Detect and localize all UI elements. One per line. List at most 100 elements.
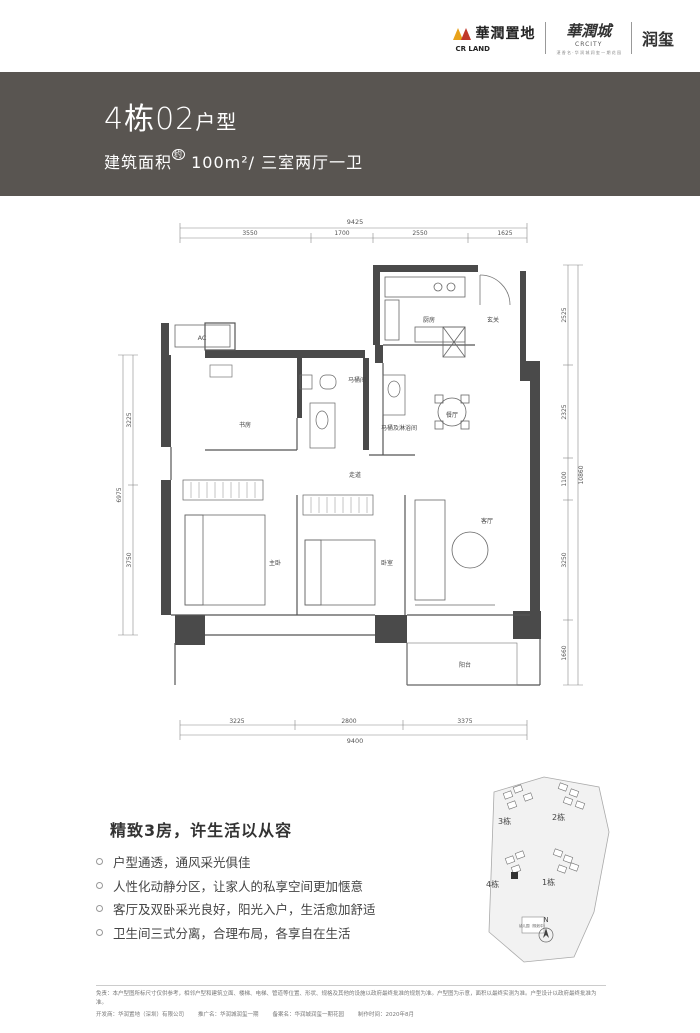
unit-number: 02 xyxy=(155,102,196,137)
registered-name: 备案名：华润城润玺一期花园 xyxy=(272,1012,345,1018)
crland-mountain-icon xyxy=(453,26,472,40)
top-dim-part: 3550 xyxy=(242,230,257,237)
right-dim-part: 1660 xyxy=(561,645,568,660)
site-boundary xyxy=(488,776,610,963)
ac-label: AC xyxy=(198,334,207,342)
left-dim-part: 3750 xyxy=(126,552,133,567)
bathroom-fixtures xyxy=(299,374,406,449)
brand-logos: 華潤置地 CR LAND 華潤城 CRCITY 湛 香 名 · 华 润 城 润 … xyxy=(453,18,674,58)
crcity-logo: 華潤城 CRCITY 湛 香 名 · 华 润 城 润 玺 一 期 花 园 xyxy=(556,20,621,56)
feature-item: 卫生间三式分离，合理布局，各享自在生活 xyxy=(96,921,376,945)
bottom-dim-part: 3375 xyxy=(457,718,472,725)
production-date: 制作时间：2020年8月 xyxy=(358,1012,415,1018)
area-value: 100m² xyxy=(191,153,249,172)
footer-info: 开发商：华润置地（深圳）有限公司 推广名：华润城润玺一期 备案名：华润城润玺一期… xyxy=(96,1010,606,1018)
bottom-dim-part: 2800 xyxy=(341,718,356,725)
room-dining: 餐厅 xyxy=(446,411,458,419)
site-label-building: 1栋 xyxy=(542,877,555,887)
right-dim-part: 2325 xyxy=(561,404,568,419)
bottom-dim-part: 3225 xyxy=(229,718,244,725)
subtitle-separator: / xyxy=(248,153,256,172)
wardrobes xyxy=(182,479,374,516)
site-label-building: 3栋 xyxy=(498,816,511,826)
right-dimension-lines xyxy=(563,264,583,686)
unit-subtitle: 建筑面积约 100m²/ 三室两厅一卫 xyxy=(104,149,363,173)
building-blocks xyxy=(502,782,586,874)
crcity-name-en: CRCITY xyxy=(575,41,603,48)
top-dim-total: 9425 xyxy=(347,218,364,226)
left-dim-part: 3225 xyxy=(126,412,133,427)
site-label-building: 4栋 xyxy=(486,879,499,889)
balcony-area xyxy=(406,642,518,686)
kindergarten-block xyxy=(521,916,545,934)
crland-name-cn: 華潤置地 xyxy=(475,26,536,42)
right-dim-part: 2525 xyxy=(561,307,568,322)
top-dim-part: 1625 xyxy=(497,230,512,237)
top-dimension-lines xyxy=(179,223,528,243)
top-dim-part: 2550 xyxy=(412,230,427,237)
bullet-icon xyxy=(96,858,103,866)
footer-divider xyxy=(96,985,606,986)
approx-badge: 约 xyxy=(172,149,186,160)
right-dim-total: 10860 xyxy=(578,465,585,484)
room-corridor: 走道 xyxy=(349,471,361,479)
feature-text: 人性化动静分区，让家人的私享空间更加惬意 xyxy=(113,878,364,894)
room-study: 书房 xyxy=(239,421,251,429)
kindergarten-label: 幼儿园（规划中） xyxy=(519,923,547,928)
walls xyxy=(161,265,541,645)
feature-item: 户型通透，通风采光俱佳 xyxy=(96,850,376,874)
beds xyxy=(184,514,376,606)
floor-plan: 9425 3550 1700 2550 1625 6975 3225 3750 … xyxy=(116,218,585,745)
features-list: 户型通透，通风采光俱佳 人性化动静分区，让家人的私享空间更加惬意 客厅及双卧采光… xyxy=(96,850,376,944)
site-label-building: 2栋 xyxy=(552,812,565,822)
room-master: 主卧 xyxy=(269,559,281,567)
room-kitchen: 厨房 xyxy=(423,316,435,324)
crland-logo: 華潤置地 CR LAND xyxy=(453,23,535,53)
wardrobe-hangers xyxy=(190,482,368,513)
crcity-name-cn: 華潤城 xyxy=(566,22,612,40)
north-label: N xyxy=(543,916,548,924)
living-furniture xyxy=(414,499,495,606)
layout-label: 三室两厅一卫 xyxy=(261,153,364,172)
entrance-door-swing xyxy=(479,274,511,306)
top-dim-part: 1700 xyxy=(334,230,349,237)
left-dim-total: 6975 xyxy=(116,487,123,502)
feature-text: 客厅及双卧采光良好，阳光入户，生活愈加舒适 xyxy=(113,902,376,918)
building-label: 4栋 xyxy=(104,102,156,137)
kitchen-fixtures xyxy=(384,276,466,358)
feature-item: 客厅及双卧采光良好，阳光入户，生活愈加舒适 xyxy=(96,897,376,921)
logo-divider xyxy=(630,22,632,54)
bottom-dimension-lines xyxy=(179,720,528,740)
study-desk xyxy=(209,364,233,378)
ac-unit xyxy=(174,324,231,348)
header-band: 4栋02户型 建筑面积约 100m²/ 三室两厅一卫 xyxy=(0,72,700,196)
bullet-icon xyxy=(96,905,103,913)
crland-name-en: CR LAND xyxy=(455,45,490,53)
feature-text: 卫生间三式分离，合理布局，各享自在生活 xyxy=(113,925,351,941)
room-entrance: 玄关 xyxy=(487,316,499,324)
feature-item: 人性化动静分区，让家人的私享空间更加惬意 xyxy=(96,874,376,898)
dining-table xyxy=(434,394,470,430)
area-label: 建筑面积 xyxy=(104,153,173,172)
disclaimer-text: 免责：本户型图所标尺寸仅供参考，相邻户型和建筑立面、楼梯、电梯、管道等位置、形状… xyxy=(96,991,597,1006)
features-title: 精致3房，许生活以从容 xyxy=(110,821,293,840)
room-toilet: 马桶间 xyxy=(348,376,366,384)
feature-text: 户型通透，通风采光俱佳 xyxy=(113,855,251,871)
room-balcony: 阳台 xyxy=(459,661,471,669)
right-dim-part: 3250 xyxy=(561,552,568,567)
unit-title: 4栋02户型 xyxy=(104,94,237,138)
project-name: 润玺 xyxy=(641,30,674,49)
right-dim-part: 1100 xyxy=(561,471,568,486)
bullet-icon xyxy=(96,881,103,889)
current-building-marker xyxy=(511,872,518,879)
site-map: 3栋 2栋 4栋 1栋 幼儿园（规划中） N xyxy=(486,776,610,963)
left-dimension-lines xyxy=(118,354,138,636)
room-living: 客厅 xyxy=(481,517,493,525)
bullet-icon xyxy=(96,928,103,936)
bottom-dim-total: 9400 xyxy=(347,737,364,745)
unit-type-label: 户型 xyxy=(195,110,238,134)
north-arrow-icon xyxy=(543,928,549,938)
logo-divider xyxy=(545,22,547,54)
room-bedroom: 卧室 xyxy=(381,559,393,567)
promo-name: 推广名：华润城润玺一期 xyxy=(198,1012,259,1018)
